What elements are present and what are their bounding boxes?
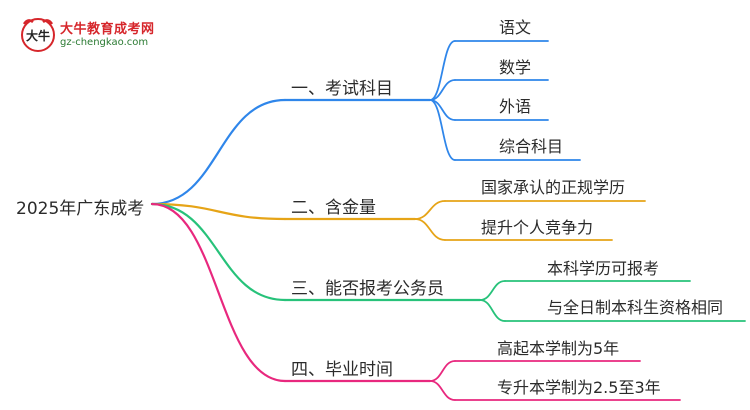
branch-label-graduation: 四、毕业时间 [291, 360, 393, 380]
connector-exam-subjects-leaf-0 [429, 40, 456, 101]
leaf-chinese: 语文 [499, 18, 532, 37]
root-node: 2025年广东成考 [16, 199, 145, 219]
branch-label-value: 二、含金量 [291, 198, 376, 218]
connector-value-leaf-1 [414, 218, 446, 241]
logo-mark-text: 大牛 [26, 28, 50, 43]
leaf-competitiveness: 提升个人竞争力 [481, 218, 594, 237]
leaf-5-years: 高起本学制为5年 [497, 339, 620, 358]
connector-root-civil-service [150, 202, 287, 302]
logo-name: 大牛教育成考网 [60, 22, 155, 37]
leaf-math: 数学 [499, 58, 532, 77]
connector-root-graduation [150, 202, 287, 383]
leaf-foreign-language: 外语 [499, 97, 532, 116]
connector-root-value [150, 202, 287, 221]
branch-label-exam-subjects: 一、考试科目 [291, 79, 393, 99]
connector-value-leaf-0 [414, 200, 446, 220]
connector-root-exam-subjects [150, 98, 287, 206]
logo-url: gz-chengkao.com [60, 37, 149, 48]
leaf-same-as-fulltime: 与全日制本科生资格相同 [547, 298, 724, 317]
connector-civil-service-leaf-0 [479, 280, 506, 301]
leaf-2-5-to-3-years: 专升本学制为2.5至3年 [497, 378, 661, 397]
connector-exam-subjects-leaf-1 [429, 79, 456, 101]
site-logo: 大牛 大牛教育成考网 gz-chengkao.com [18, 14, 168, 54]
branch-label-civil-service: 三、能否报考公务员 [291, 279, 444, 299]
connector-graduation-leaf-1 [429, 380, 456, 401]
leaf-bachelor-eligible: 本科学历可报考 [547, 259, 660, 278]
connector-civil-service-leaf-1 [479, 299, 506, 322]
calf-mascot-icon: 大牛 [21, 18, 55, 52]
leaf-comprehensive: 综合科目 [499, 137, 564, 156]
connector-graduation-leaf-0 [429, 360, 456, 382]
connector-exam-subjects-leaf-3 [429, 99, 456, 161]
leaf-recognized-degree: 国家承认的正规学历 [481, 178, 626, 197]
